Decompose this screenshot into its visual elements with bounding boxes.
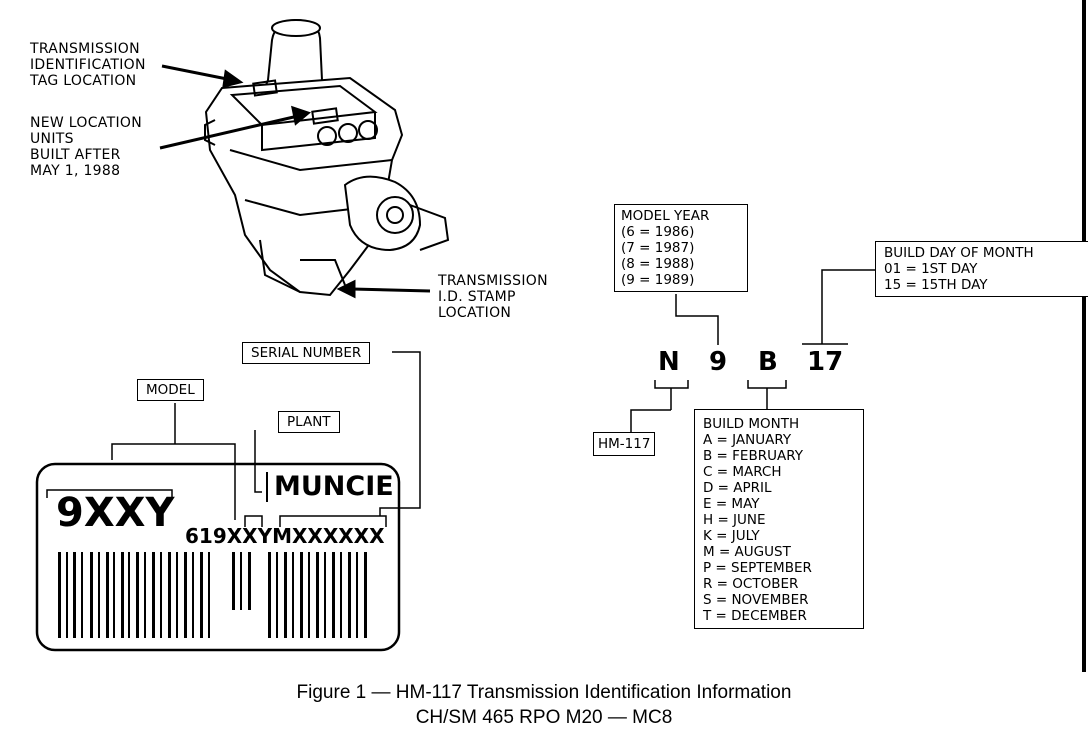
build-day-box: BUILD DAY OF MONTH 01 = 1ST DAY 15 = 15T… bbox=[875, 241, 1088, 297]
hm-117-label: HM-117 bbox=[593, 432, 656, 456]
model-label: MODEL bbox=[137, 379, 204, 401]
build-month-title: BUILD MONTH bbox=[703, 416, 800, 432]
callout-arrows bbox=[159, 64, 431, 299]
plant-value: MUNCIE bbox=[266, 472, 394, 502]
build-day-title: BUILD DAY OF MONTH bbox=[884, 245, 1034, 261]
build-day-item: 01 = 1ST DAY bbox=[884, 261, 978, 277]
build-month-item: A = JANUARY bbox=[703, 432, 792, 448]
code-char-model: N bbox=[658, 347, 680, 377]
code-char-month: B bbox=[758, 347, 778, 377]
build-month-item: M = AUGUST bbox=[703, 544, 791, 560]
model-year-item: (6 = 1986) bbox=[621, 224, 695, 240]
build-month-item: H = JUNE bbox=[703, 512, 766, 528]
plant-label: PLANT bbox=[278, 411, 340, 433]
build-month-item: R = OCTOBER bbox=[703, 576, 799, 592]
model-year-title: MODEL YEAR bbox=[621, 208, 710, 224]
callout-new-location: NEW LOCATION UNITS BUILT AFTER MAY 1, 19… bbox=[30, 115, 142, 179]
tag-leader-lines bbox=[46, 351, 421, 527]
model-year-box: MODEL YEAR (6 = 1986) (7 = 1987) (8 = 19… bbox=[614, 204, 748, 292]
build-month-item: C = MARCH bbox=[703, 464, 782, 480]
build-month-item: K = JULY bbox=[703, 528, 760, 544]
code-char-year: 9 bbox=[709, 347, 728, 377]
callout-tag-location: TRANSMISSION IDENTIFICATION TAG LOCATION bbox=[30, 41, 146, 89]
build-month-item: S = NOVEMBER bbox=[703, 592, 809, 608]
model-value: 9XXY bbox=[56, 490, 175, 536]
barcode bbox=[58, 552, 367, 638]
model-year-item: (7 = 1987) bbox=[621, 240, 695, 256]
build-month-item: B = FEBRUARY bbox=[703, 448, 803, 464]
figure-caption-line-1: Figure 1 — HM-117 Transmission Identific… bbox=[296, 682, 792, 703]
callout-stamp-location: TRANSMISSION I.D. STAMP LOCATION bbox=[438, 273, 548, 321]
figure-frame bbox=[1082, 0, 1086, 672]
build-month-item: T = DECEMBER bbox=[703, 608, 807, 624]
code-leader-lines bbox=[630, 269, 875, 432]
model-year-item: (8 = 1988) bbox=[621, 256, 695, 272]
serial-value: 619XXYMXXXXXX bbox=[185, 524, 385, 548]
serial-number-label: SERIAL NUMBER bbox=[242, 342, 371, 364]
build-month-item: P = SEPTEMBER bbox=[703, 560, 812, 576]
transmission-illustration bbox=[204, 18, 450, 297]
id-tag-outline bbox=[35, 462, 401, 652]
build-month-box: BUILD MONTH A = JANUARY B = FEBRUARY C =… bbox=[694, 409, 864, 629]
build-month-item: D = APRIL bbox=[703, 480, 772, 496]
build-day-item: 15 = 15TH DAY bbox=[884, 277, 988, 293]
code-char-day: 17 bbox=[807, 347, 844, 377]
figure-caption-line-2: CH/SM 465 RPO M20 — MC8 bbox=[415, 707, 673, 728]
model-year-item: (9 = 1989) bbox=[621, 272, 695, 288]
build-month-item: E = MAY bbox=[703, 496, 760, 512]
